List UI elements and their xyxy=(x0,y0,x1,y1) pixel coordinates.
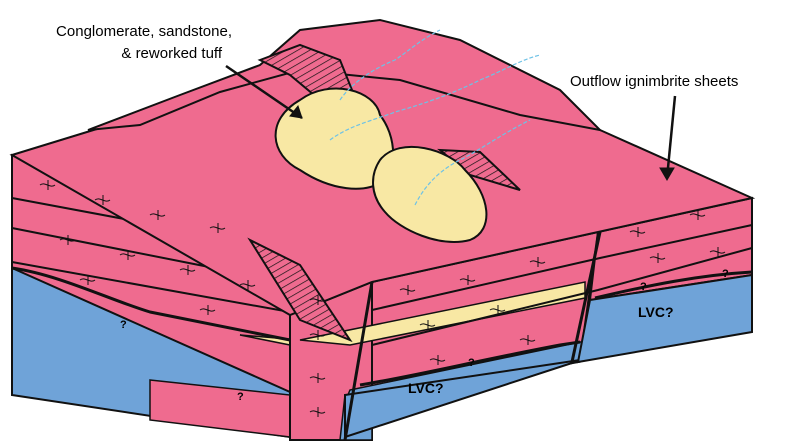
label-outflow: Outflow ignimbrite sheets xyxy=(570,73,738,90)
label-lvc-front: LVC? xyxy=(408,380,444,396)
label-conglomerate-line2: & reworked tuff xyxy=(121,45,222,62)
label-lvc-right: LVC? xyxy=(638,304,674,320)
label-conglomerate-line1: Conglomerate, sandstone, xyxy=(56,23,232,40)
question-mark-4: ? xyxy=(640,281,647,293)
question-mark-5: ? xyxy=(722,268,729,280)
question-mark-2: ? xyxy=(237,391,244,403)
question-mark-1: ? xyxy=(120,319,127,331)
question-mark-3: ? xyxy=(468,357,475,369)
